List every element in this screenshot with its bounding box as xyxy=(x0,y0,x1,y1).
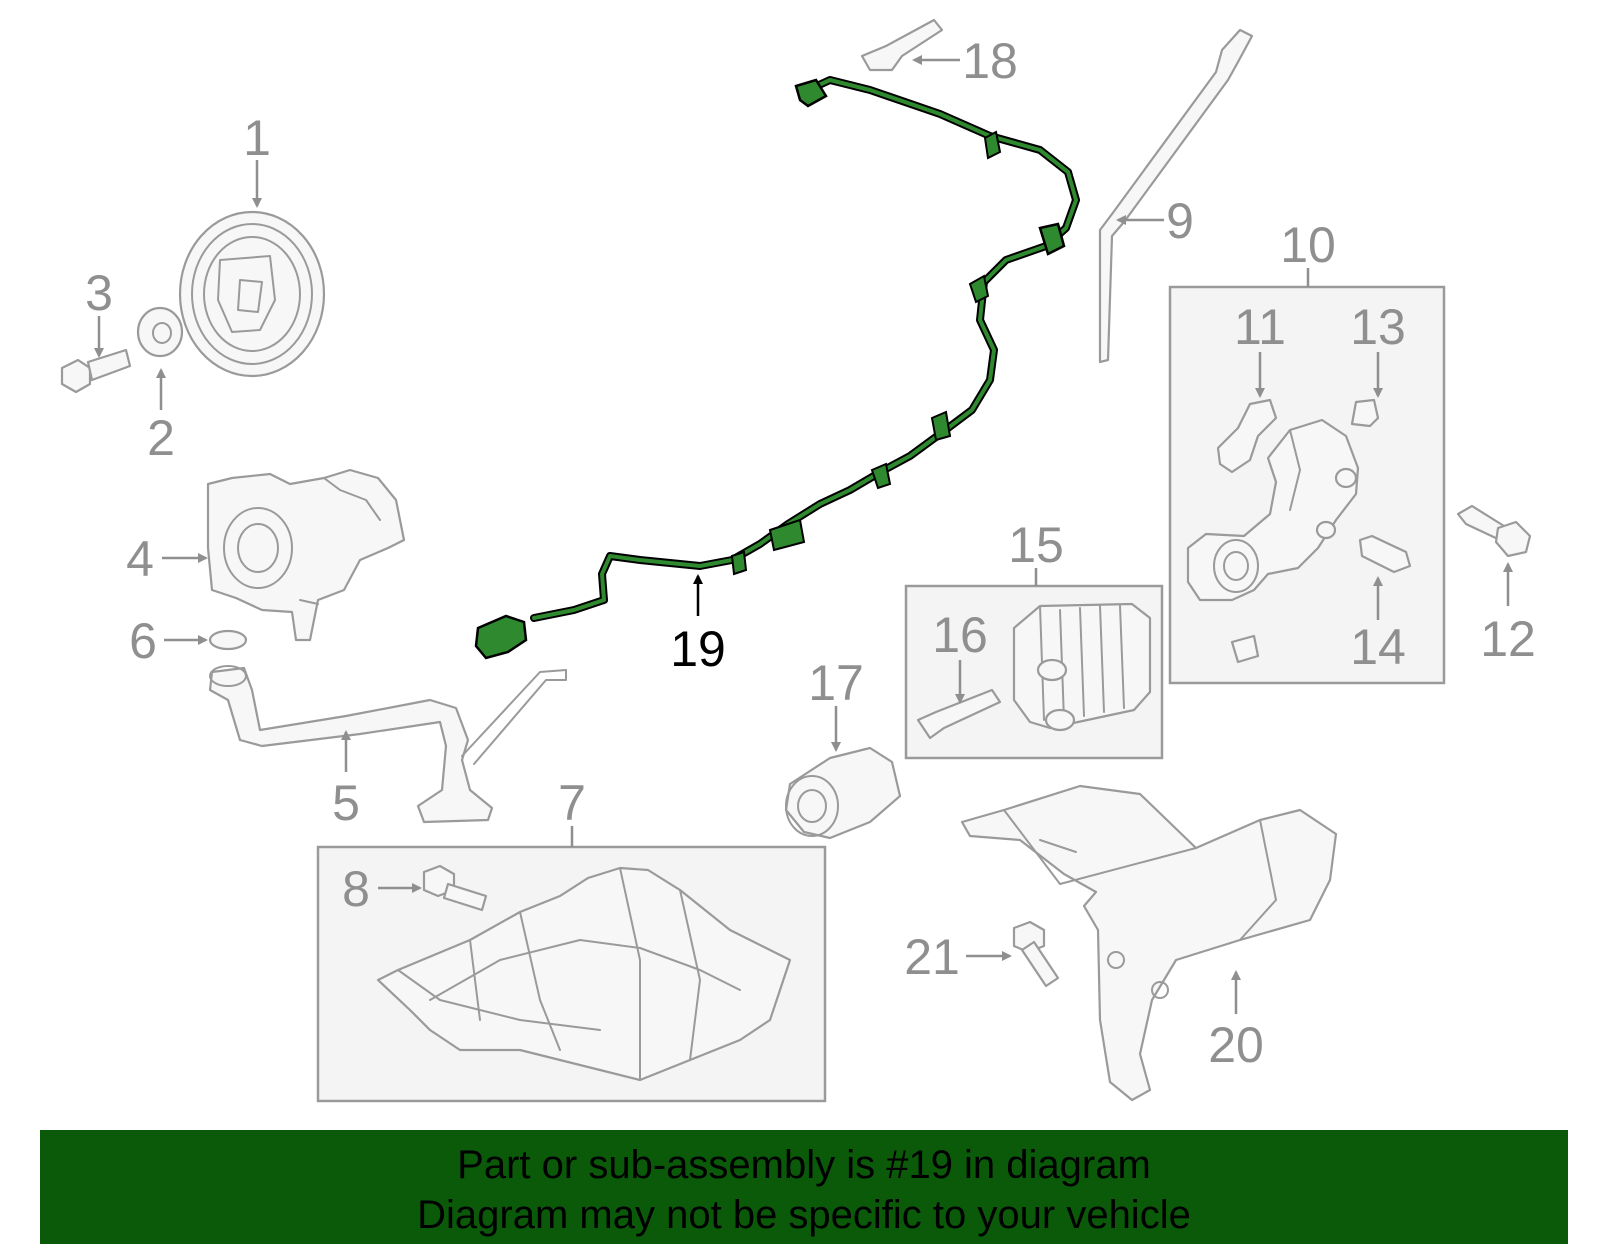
callout-18: 18 xyxy=(962,33,1018,89)
callout-20: 20 xyxy=(1208,1017,1264,1073)
oil-pan[interactable] xyxy=(376,866,792,1082)
oil-cooler[interactable] xyxy=(1012,602,1152,732)
callout-7: 7 xyxy=(558,775,586,831)
oil-pan-bolt[interactable] xyxy=(422,864,488,912)
crank-pulley[interactable] xyxy=(178,210,326,378)
callout-21: 21 xyxy=(904,929,960,985)
oil-pressure-sensor[interactable] xyxy=(1358,534,1412,574)
callout-17: 17 xyxy=(808,655,864,711)
callout-4: 4 xyxy=(126,531,154,587)
callout-14: 14 xyxy=(1350,619,1406,675)
callout-1: 1 xyxy=(243,110,271,166)
oil-pan-baffle[interactable] xyxy=(960,784,1338,1102)
banner-line-1: Part or sub-assembly is #19 in diagram xyxy=(457,1143,1151,1187)
o-ring[interactable] xyxy=(208,629,248,651)
info-banner: Part or sub-assembly is #19 in diagram D… xyxy=(40,1130,1568,1244)
callout-8: 8 xyxy=(342,861,370,917)
callout-10: 10 xyxy=(1280,217,1336,273)
adapter-bolt[interactable] xyxy=(1456,504,1532,558)
callout-16: 16 xyxy=(932,607,988,663)
callout-2: 2 xyxy=(147,410,175,466)
washer[interactable] xyxy=(136,306,184,358)
callout-11: 11 xyxy=(1234,299,1286,355)
oil-pickup-tube[interactable] xyxy=(208,665,567,824)
oil-filter-adapter[interactable] xyxy=(1186,418,1360,664)
callout-13: 13 xyxy=(1350,299,1406,355)
filter-adapter-gasket[interactable] xyxy=(1216,398,1278,474)
callout-15: 15 xyxy=(1008,517,1064,573)
oil-pump[interactable] xyxy=(206,468,406,642)
oil-filter[interactable] xyxy=(784,746,902,840)
callout-12: 12 xyxy=(1480,611,1536,667)
cooler-fitting[interactable] xyxy=(916,688,1002,740)
banner-line-2: Diagram may not be specific to your vehi… xyxy=(417,1193,1191,1237)
callout-9: 9 xyxy=(1166,193,1194,249)
adapter-plug[interactable] xyxy=(1350,398,1380,428)
pulley-bolt[interactable] xyxy=(60,348,132,394)
dipstick-tube[interactable] xyxy=(1098,28,1254,364)
callout-5: 5 xyxy=(332,775,360,831)
wiring-harness-part-19[interactable] xyxy=(474,76,1080,660)
callout-6: 6 xyxy=(129,613,157,669)
harness-connector[interactable] xyxy=(860,18,944,72)
baffle-bolt[interactable] xyxy=(1012,920,1060,988)
callout-3: 3 xyxy=(85,265,113,321)
callout-19: 19 xyxy=(670,621,726,677)
